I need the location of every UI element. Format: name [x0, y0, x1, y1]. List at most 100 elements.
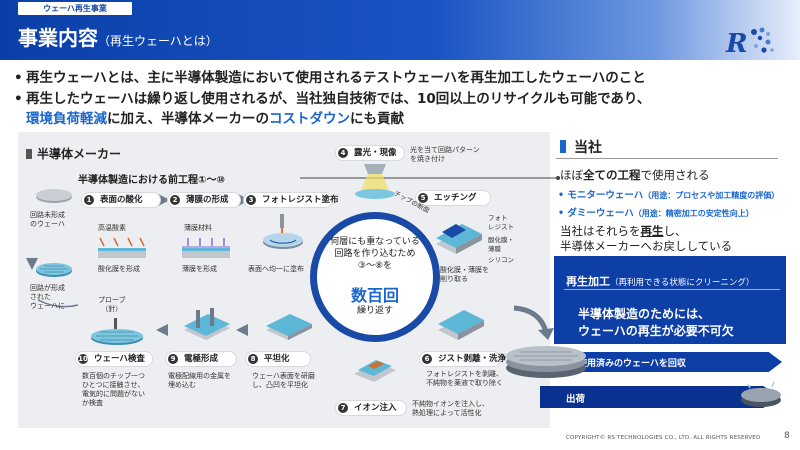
- electrode-icon: [184, 308, 230, 340]
- step-4: 4 露光・現像: [336, 146, 404, 160]
- step-label: 表面の酸化: [100, 195, 143, 205]
- return-text-c: 半導体メーカーへお戻ししている: [560, 239, 733, 253]
- step-7: 7 イオン注入: [336, 401, 406, 415]
- recycle-title: 再生加工: [566, 275, 610, 288]
- step-number: 1: [84, 195, 94, 205]
- monitor-wafer-name: モニターウェーハ: [567, 190, 644, 201]
- etch-label-resist: フォト レジスト: [488, 214, 514, 231]
- etch-label-silicon: シリコン: [488, 256, 514, 264]
- page-title-main: 事業内容: [18, 26, 98, 50]
- ion-implant-icon: [354, 360, 396, 382]
- bullet-text: にも貢献: [350, 111, 404, 127]
- used-wafers-icon: [506, 346, 586, 378]
- bullet-text: に加え、半導体メーカーの: [107, 111, 269, 127]
- monitor-wafer-item: • モニターウェーハ（用途：プロセスや加工精度の評価）: [558, 187, 779, 201]
- exposure-icon: [355, 164, 395, 199]
- header-bar: [0, 0, 800, 60]
- step-label: ジスト剥離・洗浄: [438, 354, 507, 364]
- wafer-unformed-label: 回路未形成 のウェーハ: [30, 211, 65, 228]
- step-number: 9: [168, 354, 178, 364]
- step-5: 5 エッチング: [416, 191, 490, 205]
- ship-label: 出荷: [566, 394, 586, 405]
- recycle-divider: [564, 289, 780, 290]
- planarize-icon: [266, 314, 312, 340]
- bullet-2-cont: 環境負荷軽減に加え、半導体メーカーのコストダウンにも貢献: [26, 107, 404, 127]
- step-1-desc: 高温酸素: [98, 224, 126, 232]
- highlight-cost: コストダウン: [269, 111, 350, 127]
- panel-title: 半導体メーカー: [26, 145, 121, 162]
- connector-line: [300, 176, 560, 180]
- bullet-1: •再生ウェーハとは、主に半導体製造において使用されるテストウェーハを再生加工した…: [14, 66, 646, 86]
- step-label: エッチング: [434, 193, 477, 203]
- semiconductor-maker-panel: [18, 132, 550, 428]
- bullet-text: 再生したウェーハは繰り返し使用されるが、当社独自技術では、10回以上のリサイクル…: [26, 91, 651, 107]
- monitor-wafer-use: （用途：プロセスや加工精度の評価）: [643, 191, 780, 200]
- return-text-b: し、: [663, 224, 687, 238]
- recycle-subtitle: （再利用できる状態にクリーニング）: [610, 278, 755, 288]
- step-1-result: 酸化膜を形成: [98, 265, 140, 273]
- repeat-count: 数百回: [350, 286, 399, 305]
- recycled-wafers-icon: [741, 381, 781, 407]
- step-number: 5: [418, 193, 428, 203]
- step-number: 6: [422, 354, 432, 364]
- bullet-2: •再生したウェーハは繰り返し使用されるが、当社独自技術では、10回以上のリサイク…: [14, 87, 650, 107]
- repeat-cycle-text: 何層にも重なっている 回路を作り込むため ③～⑧を: [330, 237, 420, 271]
- oxidation-icon: [98, 237, 146, 258]
- step-number: 4: [338, 148, 348, 158]
- step-label: 薄膜の形成: [186, 195, 229, 205]
- step-label: 露光・現像: [354, 148, 397, 158]
- usage-highlight: 全ての工程: [583, 168, 641, 182]
- repeat-cycle-ring: [310, 212, 440, 342]
- step-9: 9 電極形成: [166, 352, 236, 366]
- usage-text: で使用される: [640, 168, 710, 182]
- recycle-msg-2: ウェーハの再生が必要不可欠: [578, 324, 734, 338]
- step-6: 6 ジスト剥離・洗浄: [420, 352, 506, 366]
- step-4-desc: 光を当て回路パターン を焼き付け: [410, 146, 480, 163]
- step-number: 8: [248, 354, 258, 364]
- dummy-wafer-use: （用途：精密加工の安定性向上）: [633, 209, 754, 218]
- heading-divider: [556, 158, 778, 159]
- copyright: COPYRIGHT© RS TECHNOLOGIES CO., LTD. ALL…: [566, 435, 761, 441]
- step-1: 1 表面の酸化: [82, 193, 160, 207]
- resist-strip-icon: [438, 310, 484, 340]
- step-9-desc: 電極配線用の金属を 埋め込む: [168, 372, 231, 389]
- collect-band: 使用済みのウェーハを回収: [560, 352, 782, 372]
- recycle-box: [554, 256, 786, 344]
- step-label: イオン注入: [354, 403, 397, 413]
- step-2-desc: 薄膜材料: [184, 224, 212, 232]
- step-label: 平坦化: [264, 354, 290, 364]
- rs-logo-icon: R: [725, 27, 774, 58]
- step-label: 電極形成: [184, 354, 219, 364]
- panel-subtitle: 半導体製造における前工程①～⑩: [78, 175, 225, 186]
- dummy-wafer-item: • ダミーウェーハ（用途：精密加工の安定性向上）: [558, 205, 754, 219]
- wafer-formed-label: 回路が形成 された ウェーハに: [30, 284, 65, 310]
- step-6-desc: フォトレジストを剥離、 不純物を薬液で取り除く: [426, 370, 503, 387]
- wafer-test-icon: [91, 318, 143, 345]
- bullet-mark: •: [558, 190, 565, 201]
- step-number: 3: [246, 195, 256, 205]
- page-title-sub: （再生ウェーハとは）: [98, 34, 218, 48]
- step-8-desc: ウェーハ表面を研磨 し、凸凹を平坦化: [252, 372, 315, 389]
- bullet-mark: •: [14, 91, 23, 107]
- step-8: 8 平坦化: [246, 352, 310, 366]
- panel-title-text: 半導体メーカー: [37, 147, 122, 161]
- photoresist-coat-icon: [263, 214, 303, 249]
- step-number: 7: [338, 403, 348, 413]
- company-heading: 当社: [560, 137, 602, 157]
- flow-arrow-icon: [513, 305, 554, 340]
- recycle-box-title: 再生加工（再利用できる状態にクリーニング）: [566, 273, 754, 289]
- return-text-a: 当社はそれらを: [560, 224, 641, 238]
- return-highlight: 再生: [640, 224, 664, 238]
- step-number: 10: [78, 354, 88, 364]
- page-title: 事業内容（再生ウェーハとは）: [18, 22, 218, 51]
- repeat-label: 繰り返す: [356, 306, 393, 316]
- recycle-message: 半導体製造のためには、ウェーハの再生が必要不可欠: [578, 306, 734, 340]
- bullet-mark: •: [558, 208, 565, 219]
- step-5-result: 酸化膜・薄膜を 削り取る: [440, 266, 489, 283]
- probe-label: プローブ （針）: [98, 296, 126, 313]
- step-10-desc: 数百個のチップ一つ ひとつに接触させ、 電気的に問題がない か検査: [82, 372, 145, 407]
- company-heading-text: 当社: [574, 140, 602, 156]
- section-tag: ウェーハ再生事業: [18, 2, 132, 15]
